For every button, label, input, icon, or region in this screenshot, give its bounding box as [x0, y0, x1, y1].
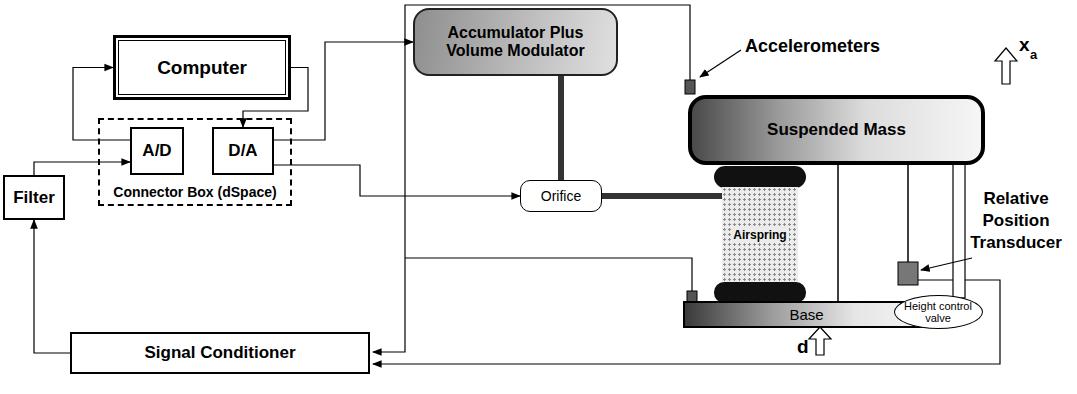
- leader-line: [921, 258, 972, 270]
- node-text: Orifice: [541, 188, 581, 204]
- node-text: Signal Conditioner: [144, 343, 295, 363]
- node-text: Height control valve: [901, 300, 976, 324]
- suspended-mass: Suspended Mass: [688, 95, 985, 165]
- signal-arrow: [34, 162, 130, 175]
- air-line: [558, 76, 564, 180]
- conditioner-box: Signal Conditioner: [70, 332, 370, 374]
- filter-box: Filter: [3, 175, 65, 220]
- orifice-box: Orifice: [520, 180, 602, 212]
- sensor-wire: [405, 258, 692, 292]
- node-text: Suspended Mass: [767, 120, 906, 140]
- sensor-wire: [373, 280, 1000, 364]
- accumulator-box: Accumulator Plus Volume Modulator: [413, 8, 618, 76]
- support-post: [837, 165, 839, 303]
- accelerometer: [685, 80, 695, 94]
- air-line: [602, 193, 722, 199]
- base-plate: Base: [683, 301, 930, 328]
- motion-variable: x: [1019, 34, 1030, 56]
- motion-arrow: [809, 327, 831, 355]
- signal-arrow: [34, 220, 70, 353]
- airspring: Airspring: [722, 187, 798, 282]
- position-transducer: [898, 262, 918, 285]
- signal-arrow: [274, 42, 413, 140]
- transducer-rod: [907, 165, 909, 262]
- node-text: Connector Box (dSpace): [100, 184, 290, 200]
- node-text: Computer: [157, 57, 247, 79]
- computer-box: Computer: [113, 35, 291, 100]
- callout-label: Accelerometers: [745, 36, 880, 57]
- converter-box: D/A: [212, 127, 274, 175]
- node-text: Base: [789, 306, 823, 323]
- motion-variable: d: [797, 336, 809, 358]
- signal-arrow: [274, 165, 520, 196]
- airspring-bead: [714, 166, 806, 188]
- callout-label: Relative Position Transducer: [960, 188, 1072, 254]
- converter-box: A/D: [130, 127, 184, 175]
- node-text: Filter: [13, 188, 55, 208]
- valve-ellipse: Height control valve: [894, 295, 983, 329]
- leader-line: [700, 50, 741, 77]
- node-text: D/A: [228, 141, 257, 161]
- node-text: A/D: [142, 141, 171, 161]
- airspring-bead: [714, 282, 806, 303]
- motion-subscript: a: [1030, 47, 1037, 62]
- motion-arrow: [995, 48, 1017, 84]
- node-text: Airspring: [731, 228, 788, 242]
- node-text: Accumulator Plus Volume Modulator: [425, 24, 606, 60]
- sensor-wire: [373, 5, 690, 352]
- connector-box: Connector Box (dSpace) A/D D/A: [98, 118, 292, 206]
